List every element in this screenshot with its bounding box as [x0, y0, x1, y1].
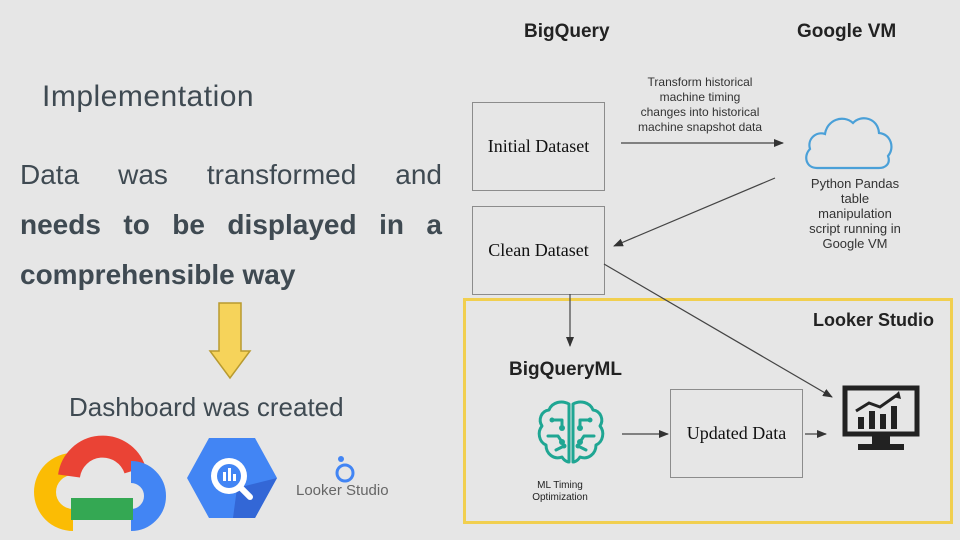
body-line-2: needs to be displayed in a	[20, 209, 442, 240]
bigquery-logo-icon	[187, 438, 277, 518]
google-cloud-logo-icon	[34, 435, 166, 531]
transform-note: Transform historical machine timing chan…	[637, 75, 763, 134]
vm-caption: Python Pandas table manipulation script …	[809, 176, 901, 251]
bigquery-column-title: BigQuery	[524, 21, 610, 42]
clean-dataset-box: Clean Dataset	[472, 206, 605, 295]
dashboard-caption: Dashboard was created	[69, 392, 344, 422]
cloud-icon	[805, 117, 893, 170]
vm-to-clean-arrow	[613, 177, 776, 247]
looker-studio-logo-text: Looker Studio	[296, 482, 389, 499]
ml-brain-icon	[537, 400, 605, 464]
bigqueryml-title: BigQueryML	[509, 359, 622, 380]
initial-dataset-box: Initial Dataset	[472, 102, 605, 191]
looker-studio-frame	[463, 298, 953, 524]
body-line-1: Data was transformed and	[20, 159, 442, 190]
google-vm-column-title: Google VM	[797, 21, 897, 42]
updated-data-box: Updated Data	[670, 389, 803, 478]
looker-studio-title: Looker Studio	[813, 310, 934, 330]
down-arrow-icon	[208, 302, 252, 380]
dashboard-monitor-icon	[842, 385, 920, 450]
section-heading: Implementation	[42, 80, 255, 113]
looker-studio-logo-icon	[335, 456, 355, 483]
body-line-3: comprehensible way	[20, 259, 296, 290]
ml-caption: ML Timing Optimization	[532, 480, 588, 503]
clean-to-dashboard-arrow	[603, 263, 833, 398]
body-text: Data was transformed and needs to be dis…	[20, 150, 442, 300]
